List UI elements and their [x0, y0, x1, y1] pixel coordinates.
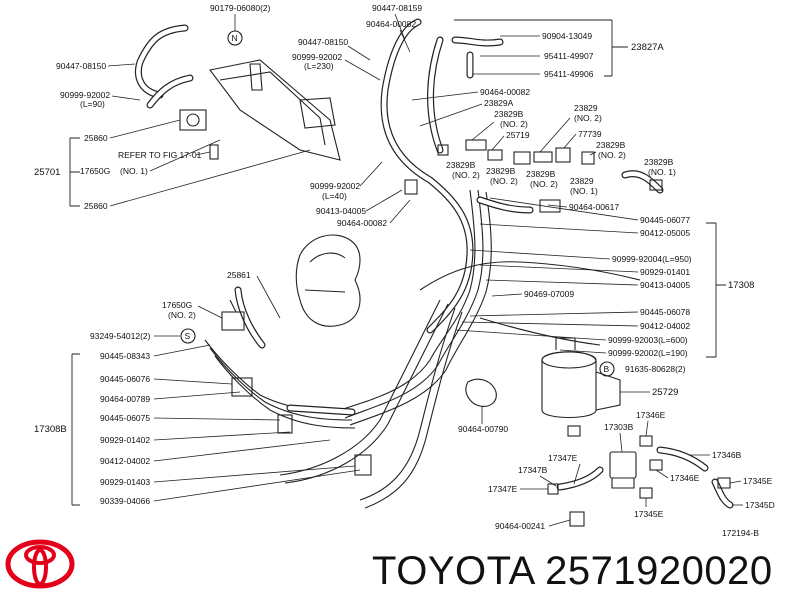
- svg-text:90445-06078: 90445-06078: [640, 307, 690, 317]
- svg-text:90999-92002: 90999-92002: [60, 90, 110, 100]
- svg-text:23827A: 23827A: [631, 42, 664, 53]
- svg-text:25701: 25701: [34, 167, 60, 178]
- svg-text:(NO. 2): (NO. 2): [500, 119, 528, 129]
- labels-top: 90179-06080(2) 90447-08150 90999-92002 (…: [210, 3, 676, 228]
- svg-text:25861: 25861: [227, 270, 251, 280]
- svg-text:(NO. 1): (NO. 1): [648, 167, 676, 177]
- svg-text:23829B: 23829B: [486, 166, 516, 176]
- svg-text:REFER TO FIG 17-01: REFER TO FIG 17-01: [118, 150, 202, 160]
- svg-text:17303B: 17303B: [604, 422, 634, 432]
- svg-text:90929-01402: 90929-01402: [100, 435, 150, 445]
- svg-text:17346E: 17346E: [670, 473, 700, 483]
- svg-text:90445-06077: 90445-06077: [640, 215, 690, 225]
- svg-text:90464-00241: 90464-00241: [495, 521, 545, 531]
- svg-text:90447-08150: 90447-08150: [56, 61, 106, 71]
- svg-text:23829: 23829: [570, 176, 594, 186]
- svg-text:S: S: [185, 331, 191, 341]
- svg-text:90999-92003(L=600): 90999-92003(L=600): [608, 335, 688, 345]
- svg-text:90445-08343: 90445-08343: [100, 351, 150, 361]
- svg-text:(L=230): (L=230): [304, 61, 334, 71]
- svg-text:(L=90): (L=90): [80, 99, 105, 109]
- svg-text:17308B: 17308B: [34, 424, 67, 435]
- svg-text:172194-B: 172194-B: [722, 528, 759, 538]
- svg-text:90412-04002: 90412-04002: [640, 321, 690, 331]
- toyota-logo: [5, 539, 75, 589]
- svg-text:90464-00082: 90464-00082: [366, 19, 416, 29]
- svg-text:90447-08159: 90447-08159: [372, 3, 422, 13]
- labels-right: 90445-06077 90412-05005 90999-92004(L=95…: [455, 197, 775, 538]
- svg-text:90464-00617: 90464-00617: [569, 202, 619, 212]
- svg-text:23829A: 23829A: [484, 98, 514, 108]
- svg-text:(NO. 2): (NO. 2): [168, 310, 196, 320]
- svg-text:17345D: 17345D: [745, 500, 775, 510]
- svg-text:90929-01401: 90929-01401: [640, 267, 690, 277]
- svg-text:(L=40): (L=40): [322, 191, 347, 201]
- svg-text:25860: 25860: [84, 201, 108, 211]
- svg-text:90999-92002: 90999-92002: [310, 181, 360, 191]
- labels-left: 90447-08150 90999-92002 (L=90) 25860 257…: [34, 61, 361, 506]
- marker-n: N: [227, 30, 243, 46]
- svg-text:17347E: 17347E: [548, 453, 578, 463]
- svg-text:93249-54012(2): 93249-54012(2): [90, 331, 151, 341]
- svg-text:23829: 23829: [574, 103, 598, 113]
- svg-text:95411-49906: 95411-49906: [544, 69, 594, 79]
- svg-text:90412-04002: 90412-04002: [100, 456, 150, 466]
- svg-text:(NO. 2): (NO. 2): [530, 179, 558, 189]
- svg-text:90464-00790: 90464-00790: [458, 424, 508, 434]
- svg-text:90339-04066: 90339-04066: [100, 496, 150, 506]
- svg-text:17345E: 17345E: [634, 509, 664, 519]
- svg-text:(NO. 2): (NO. 2): [490, 176, 518, 186]
- svg-text:90413-04005: 90413-04005: [640, 280, 690, 290]
- svg-text:23829B: 23829B: [596, 140, 626, 150]
- svg-text:90999-92002: 90999-92002: [292, 52, 342, 62]
- svg-text:95411-49907: 95411-49907: [544, 51, 594, 61]
- svg-text:B: B: [604, 364, 610, 374]
- svg-text:77739: 77739: [578, 129, 602, 139]
- svg-text:17347E: 17347E: [488, 484, 518, 494]
- svg-text:(NO. 1): (NO. 1): [570, 186, 598, 196]
- svg-text:90904-13049: 90904-13049: [542, 31, 592, 41]
- svg-text:23829B: 23829B: [526, 169, 556, 179]
- svg-text:25719: 25719: [506, 130, 530, 140]
- svg-text:90469-07009: 90469-07009: [524, 289, 574, 299]
- svg-text:91635-80628(2): 91635-80628(2): [625, 364, 686, 374]
- components: [179, 59, 731, 527]
- svg-text:90929-01403: 90929-01403: [100, 477, 150, 487]
- svg-text:90445-06075: 90445-06075: [100, 413, 150, 423]
- svg-text:90464-00789: 90464-00789: [100, 394, 150, 404]
- svg-text:23829B: 23829B: [644, 157, 674, 167]
- svg-text:25729: 25729: [652, 387, 678, 398]
- svg-text:90445-06076: 90445-06076: [100, 374, 150, 384]
- svg-text:(NO. 2): (NO. 2): [452, 170, 480, 180]
- svg-text:90179-06080(2): 90179-06080(2): [210, 3, 271, 13]
- svg-text:17347B: 17347B: [518, 465, 548, 475]
- svg-text:N: N: [232, 33, 238, 43]
- part-number-caption: TOYOTA 2571920020: [372, 549, 773, 593]
- svg-text:90412-05005: 90412-05005: [640, 228, 690, 238]
- svg-text:23829B: 23829B: [446, 160, 476, 170]
- svg-text:(NO. 2): (NO. 2): [574, 113, 602, 123]
- hose-network: [134, 18, 734, 509]
- svg-text:90999-92002(L=190): 90999-92002(L=190): [608, 348, 688, 358]
- svg-text:25860: 25860: [84, 133, 108, 143]
- svg-text:17346E: 17346E: [636, 410, 666, 420]
- svg-text:90413-04005: 90413-04005: [316, 206, 366, 216]
- svg-text:90464-00082: 90464-00082: [337, 218, 387, 228]
- svg-text:90999-92004(L=950): 90999-92004(L=950): [612, 254, 692, 264]
- svg-text:(NO. 2): (NO. 2): [598, 150, 626, 160]
- svg-text:17308: 17308: [728, 280, 754, 291]
- svg-text:17650G: 17650G: [80, 166, 110, 176]
- svg-text:23829B: 23829B: [494, 109, 524, 119]
- svg-text:17650G: 17650G: [162, 300, 192, 310]
- svg-text:17346B: 17346B: [712, 450, 742, 460]
- svg-text:(NO. 1): (NO. 1): [120, 166, 148, 176]
- svg-text:90464-00082: 90464-00082: [480, 87, 530, 97]
- marker-s: S: [180, 328, 196, 344]
- marker-b: B: [599, 361, 615, 377]
- svg-text:17345E: 17345E: [743, 476, 773, 486]
- svg-text:90447-08150: 90447-08150: [298, 37, 348, 47]
